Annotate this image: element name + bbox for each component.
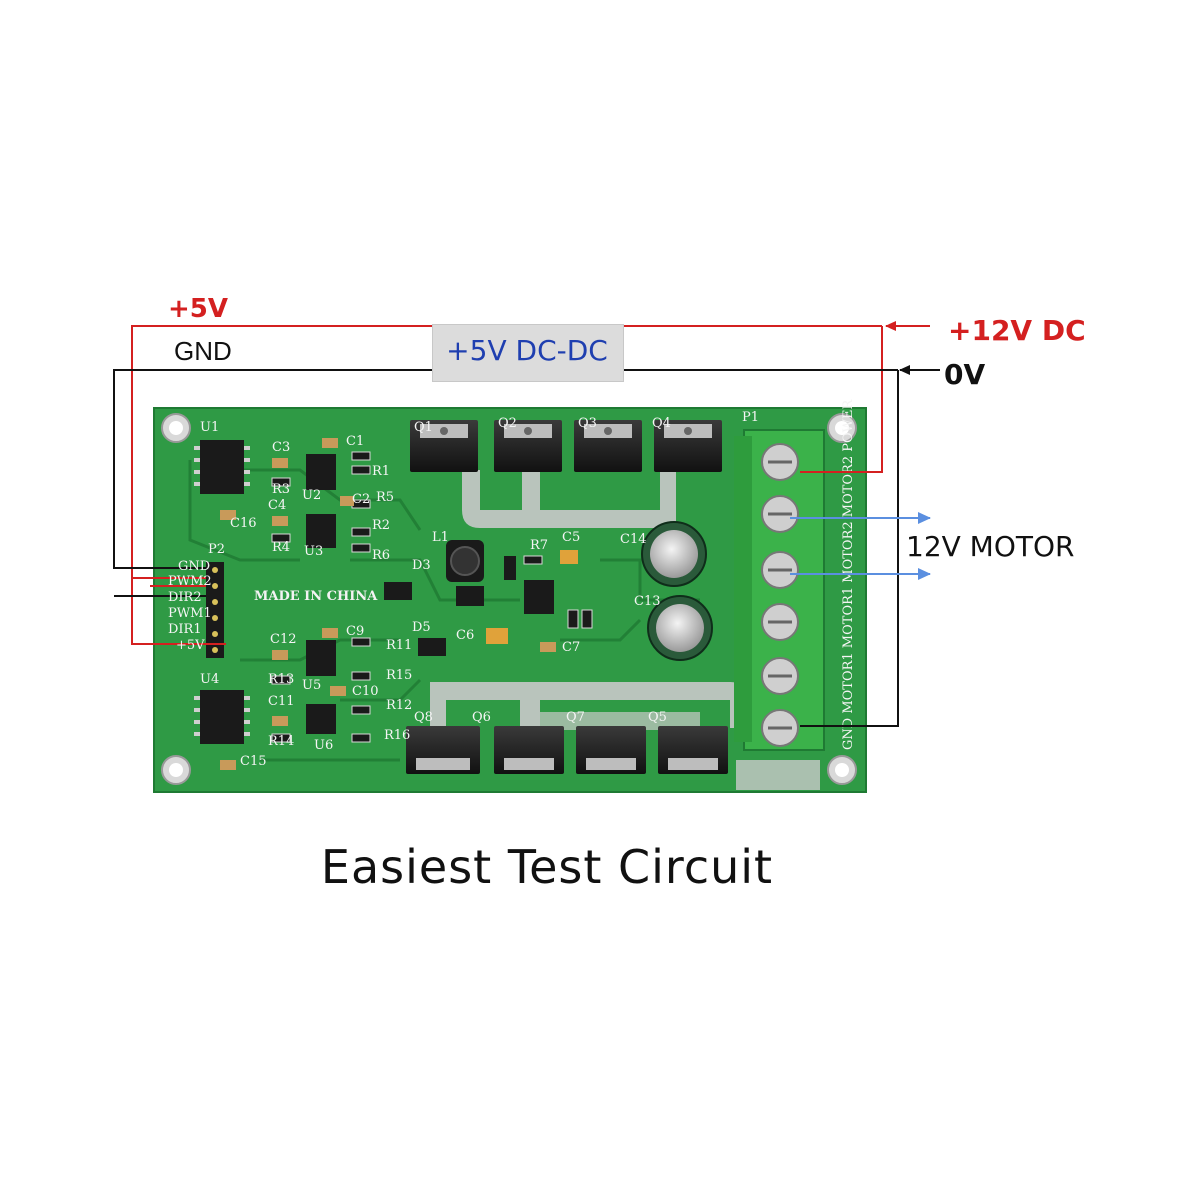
transistor-ref: Q8 <box>414 710 433 725</box>
dcdc-converter-box <box>432 324 624 382</box>
pin-label: DIR1 <box>168 622 202 637</box>
component-ref: R3 <box>272 482 291 497</box>
caption: Easiest Test Circuit <box>320 840 774 894</box>
terminal-ref: P1 <box>742 410 760 425</box>
transistor-ref: Q2 <box>498 416 517 431</box>
plus5v-label: +5V <box>168 294 228 324</box>
pin-label: PWM1 <box>168 606 212 621</box>
component-ref: R12 <box>386 698 413 713</box>
pin-label: DIR2 <box>168 590 202 605</box>
ic-ref: U5 <box>302 678 322 693</box>
component-ref: L1 <box>432 530 449 545</box>
component-ref: C15 <box>240 754 267 769</box>
zero-v-label: 0V <box>944 358 986 391</box>
dcdc-label: +5V DC-DC <box>446 334 608 367</box>
screw-terminal-icon <box>761 443 799 747</box>
component-ref: R16 <box>384 728 411 743</box>
component-ref: R15 <box>386 668 413 683</box>
component-ref: R13 <box>268 672 295 687</box>
transistor-ref: Q6 <box>472 710 491 725</box>
component-ref: C7 <box>562 640 581 655</box>
pin-label: GND <box>178 559 211 574</box>
component-ref: R2 <box>372 518 391 533</box>
electrolytic-capacitor-icon <box>641 521 713 661</box>
transistor-ref: Q5 <box>648 710 667 725</box>
component-ref: R4 <box>272 540 291 555</box>
ic-ref: U3 <box>304 544 324 559</box>
pin-label: +5V <box>176 638 205 653</box>
component-ref: C1 <box>346 434 365 449</box>
component-ref: C12 <box>270 632 297 647</box>
transistor-ref: Q4 <box>652 416 671 431</box>
header-ref: P2 <box>208 542 226 557</box>
component-ref: R14 <box>268 734 295 749</box>
component-ref: C2 <box>352 492 371 507</box>
ic-ref: U4 <box>200 672 220 687</box>
gnd-label: GND <box>174 336 232 366</box>
pin-header <box>206 562 224 658</box>
component-ref: C9 <box>346 624 365 639</box>
transistor-ref: Q3 <box>578 416 597 431</box>
component-ref: R11 <box>386 638 413 653</box>
component-ref: R1 <box>372 464 391 479</box>
inductor-icon <box>446 540 484 582</box>
soic-chip-icon <box>194 440 554 744</box>
component-ref: R7 <box>530 538 549 553</box>
pin-label: PWM2 <box>168 574 212 589</box>
component-ref: R5 <box>376 490 395 505</box>
motor-label: 12V MOTOR <box>906 530 1075 563</box>
component-ref: C5 <box>562 530 581 545</box>
smd-components <box>220 438 593 770</box>
ic-ref: U2 <box>302 488 322 503</box>
made-in-label: MADE IN CHINA <box>254 589 378 604</box>
component-ref: C14 <box>620 532 647 547</box>
terminal-block <box>734 429 825 751</box>
component-ref: C16 <box>230 516 257 531</box>
component-ref: C11 <box>268 694 295 709</box>
component-ref: C4 <box>268 498 287 513</box>
mounting-hole-icon <box>161 413 857 785</box>
wiring <box>113 321 940 727</box>
component-ref: C10 <box>352 684 379 699</box>
transistor-ref: Q1 <box>414 420 433 435</box>
component-ref: C13 <box>634 594 661 609</box>
mosfet-icon <box>410 420 722 472</box>
component-ref: D3 <box>412 558 431 573</box>
ic-ref: U1 <box>200 420 220 435</box>
component-ref: R6 <box>372 548 391 563</box>
ic-ref: U6 <box>314 738 334 753</box>
plus12vdc-label: +12V DC <box>948 314 1086 347</box>
transistor-ref: Q7 <box>566 710 585 725</box>
component-ref: C6 <box>456 628 475 643</box>
component-ref: C3 <box>272 440 291 455</box>
mosfet-icon <box>406 726 728 774</box>
component-ref: D5 <box>412 620 431 635</box>
